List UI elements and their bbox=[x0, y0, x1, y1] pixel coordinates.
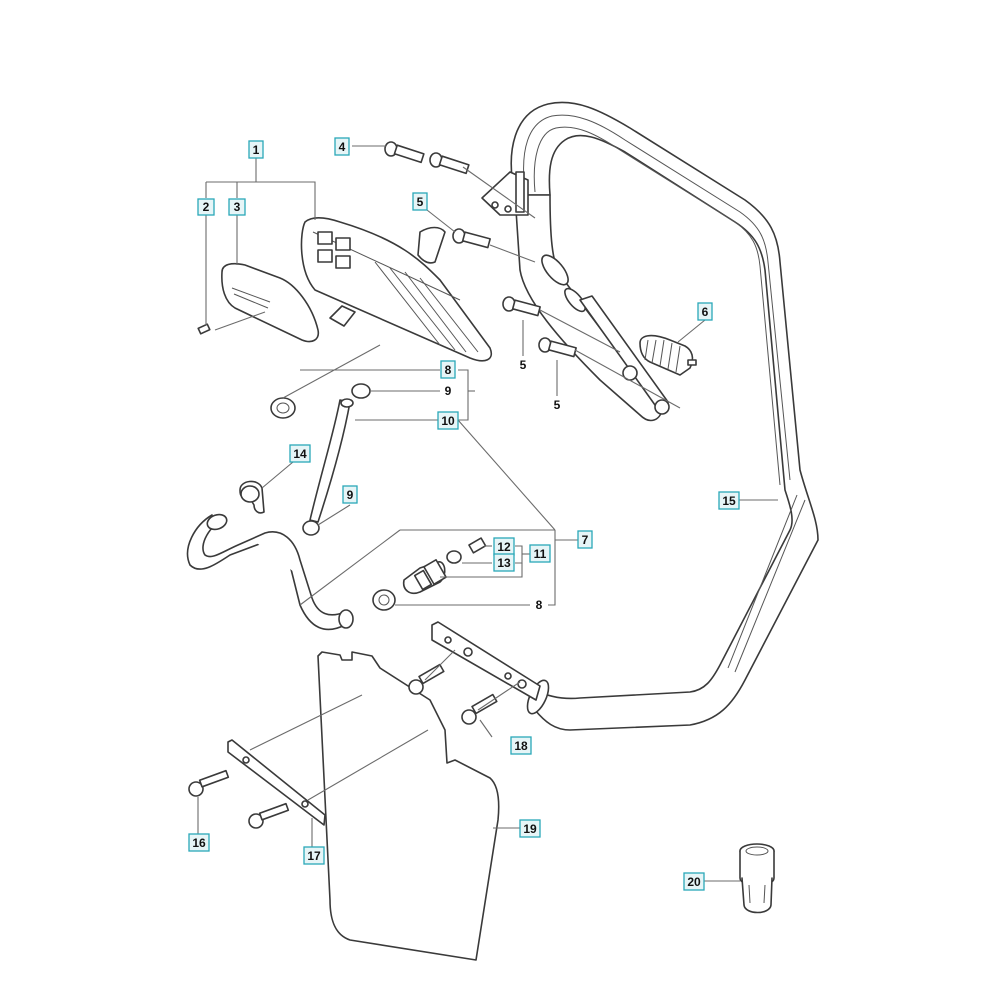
svg-text:20: 20 bbox=[687, 875, 701, 889]
svg-text:12: 12 bbox=[497, 540, 511, 554]
svg-text:17: 17 bbox=[307, 849, 321, 863]
hose-10 bbox=[309, 398, 354, 523]
svg-text:18: 18 bbox=[514, 739, 528, 753]
leader-lines bbox=[197, 145, 778, 882]
svg-text:16: 16 bbox=[192, 836, 206, 850]
grommet-8-low bbox=[372, 589, 396, 611]
screw-16 bbox=[188, 769, 230, 797]
svg-text:11: 11 bbox=[534, 547, 547, 561]
callout-14[interactable]: 14 bbox=[289, 444, 311, 463]
callout-12[interactable]: 12 bbox=[493, 537, 515, 556]
callout-2[interactable]: 2 bbox=[197, 198, 215, 216]
screw-5-top bbox=[452, 228, 491, 249]
plate-17 bbox=[227, 739, 326, 826]
mounting-rail bbox=[431, 621, 541, 701]
callout-3[interactable]: 3 bbox=[228, 198, 246, 216]
screw-5-mid bbox=[502, 296, 541, 317]
callout-20[interactable]: 20 bbox=[683, 872, 705, 891]
water-hose bbox=[186, 513, 354, 631]
svg-text:19: 19 bbox=[523, 822, 537, 836]
vibration-damper-spring bbox=[639, 334, 697, 376]
label-8-low: 8 bbox=[536, 598, 543, 612]
clamp-9-top bbox=[351, 383, 371, 399]
label-5-mid: 5 bbox=[520, 358, 527, 372]
svg-text:4: 4 bbox=[339, 140, 346, 154]
callout-5[interactable]: 5 bbox=[412, 192, 428, 211]
svg-text:7: 7 bbox=[582, 533, 589, 547]
svg-text:13: 13 bbox=[497, 556, 511, 570]
svg-text:3: 3 bbox=[234, 200, 241, 214]
callout-6[interactable]: 6 bbox=[697, 302, 713, 321]
svg-text:2: 2 bbox=[203, 200, 210, 214]
svg-text:15: 15 bbox=[722, 494, 736, 508]
mud-flap bbox=[317, 651, 500, 961]
screw-5-low bbox=[538, 337, 577, 358]
callout-9[interactable]: 9 bbox=[342, 485, 358, 504]
svg-text:6: 6 bbox=[702, 305, 709, 319]
callout-18[interactable]: 18 bbox=[510, 736, 532, 755]
screw-18 bbox=[461, 693, 498, 725]
callout-7[interactable]: 7 bbox=[577, 530, 593, 549]
screw-16b bbox=[248, 802, 290, 829]
svg-text:9: 9 bbox=[347, 488, 354, 502]
bolt-4 bbox=[384, 141, 470, 175]
svg-text:1: 1 bbox=[253, 143, 260, 157]
svg-text:8: 8 bbox=[445, 363, 452, 377]
screw-2 bbox=[197, 323, 211, 335]
callout-11[interactable]: 11 bbox=[529, 544, 551, 563]
hose-coupling-20 bbox=[739, 843, 775, 914]
clamp-9-low bbox=[302, 520, 320, 536]
callout-10[interactable]: 10 bbox=[437, 411, 459, 430]
callout-8[interactable]: 8 bbox=[440, 360, 456, 379]
hand-guard-cover bbox=[221, 262, 320, 343]
svg-text:10: 10 bbox=[441, 414, 455, 428]
callout-16[interactable]: 16 bbox=[188, 833, 210, 852]
hose-clip-14 bbox=[239, 480, 265, 514]
label-5-low: 5 bbox=[554, 398, 561, 412]
svg-text:5: 5 bbox=[417, 195, 424, 209]
front-handle bbox=[481, 101, 819, 731]
valve-11 bbox=[402, 537, 487, 595]
callout-19[interactable]: 19 bbox=[519, 819, 541, 838]
callout-1[interactable]: 1 bbox=[248, 140, 264, 159]
grommet-8-top bbox=[270, 397, 296, 419]
hand-guard bbox=[300, 217, 492, 362]
callout-4[interactable]: 4 bbox=[334, 137, 350, 156]
svg-text:14: 14 bbox=[293, 447, 307, 461]
label-9-top: 9 bbox=[445, 384, 452, 398]
callout-17[interactable]: 17 bbox=[303, 846, 325, 865]
callout-15[interactable]: 15 bbox=[718, 491, 740, 510]
callout-13[interactable]: 13 bbox=[493, 553, 515, 572]
